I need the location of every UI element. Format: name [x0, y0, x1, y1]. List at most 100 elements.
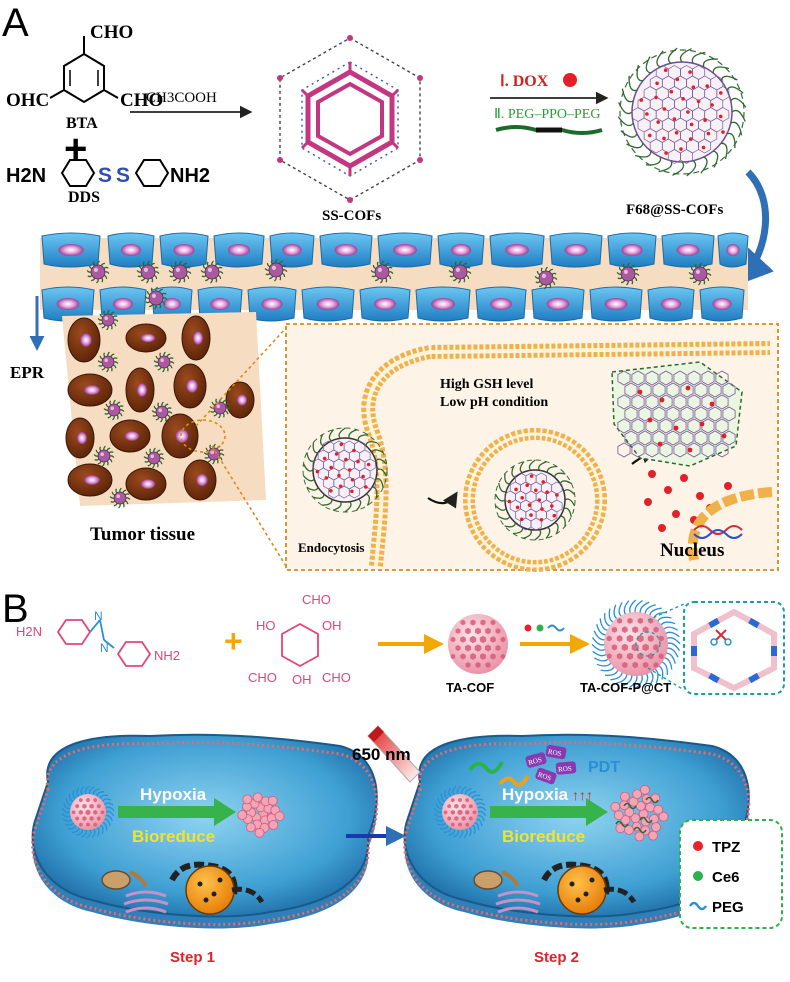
tri-cho-right: CHO	[322, 670, 351, 685]
bta-ohc-left: OHC	[6, 90, 49, 111]
azo-n2: N	[100, 641, 109, 655]
epr-label: EPR	[10, 363, 45, 382]
nucleus-membrane	[687, 487, 773, 561]
endocytosis-label: Endocytosis	[298, 540, 364, 555]
dds-h2n: H2N	[6, 165, 46, 187]
azo-n1: N	[94, 609, 103, 623]
golgi-1	[123, 890, 169, 914]
nucleus-label: Nucleus	[660, 540, 724, 561]
azo-h2n: H2N	[16, 624, 42, 639]
step1-label: Step 1	[170, 949, 215, 966]
tri-oh-bottom: OH	[292, 672, 312, 687]
tri-oh-left: HO	[256, 618, 276, 633]
hypoxia-arrow-2	[490, 798, 608, 826]
legend-tpz-swatch	[693, 841, 703, 851]
dds-name: DDS	[68, 189, 100, 206]
trialdehyde-molecule: CHO OH HO CHO CHO OH	[248, 592, 351, 687]
azo-nh2: NH2	[154, 648, 180, 663]
nanoparticle-outside	[302, 427, 388, 513]
dds-molecule: H2N S S NH2 DDS	[6, 159, 210, 206]
legend: TPZ Ce6 PEG	[679, 819, 783, 929]
endothelial-cells-top	[41, 232, 749, 268]
legend-peg-label: PEG	[712, 899, 744, 916]
laser-wavelength: 650 nm	[352, 745, 411, 764]
ros-tag: ROS	[558, 765, 572, 774]
step2-label: Step 2	[534, 949, 579, 966]
loading-tpz-dot	[524, 624, 532, 632]
uptake-arrow-1	[427, 491, 458, 509]
bta-cho-right: CHO	[120, 90, 163, 111]
pdt-label: PDT	[588, 759, 620, 776]
hypoxia-arrow-1	[118, 798, 236, 826]
nucleus-2	[541, 861, 637, 915]
scissors-icon	[715, 629, 727, 641]
pore-zoom-circle	[635, 631, 661, 657]
ce6-wave-icon	[468, 761, 504, 774]
loading-ce6-dot	[536, 624, 544, 632]
pore-detail-box	[683, 601, 785, 695]
tri-cho-top: CHO	[302, 592, 331, 607]
f68-ss-cof-particle	[617, 47, 747, 177]
tumor-tissue-label: Tumor tissue	[90, 524, 195, 545]
legend-ce6-swatch	[693, 871, 703, 881]
zoom-region	[180, 419, 226, 453]
plus-sign-b: +	[224, 623, 243, 659]
ta-cof-label: TA-COF	[446, 680, 494, 695]
reagent-label: CH3COOH	[146, 90, 217, 106]
released-dox	[644, 470, 732, 532]
legend-ce6-label: Ce6	[712, 869, 740, 886]
panel-b-label: B	[2, 587, 29, 631]
dox-dot	[563, 73, 577, 87]
ph-label: Low pH condition	[440, 395, 548, 410]
f68-ss-cof-label: F68@SS-COFs	[626, 202, 723, 218]
panel-a: A CHO OHC CHO BTA + H2N S S NH2 DDS CH	[2, 1, 779, 572]
endothelial-cells-bottom	[41, 286, 745, 322]
azo-diamine-molecule: H2N N N NH2	[16, 609, 180, 667]
dna-icon	[693, 525, 743, 535]
hypoxia-label-1: Hypoxia	[140, 785, 207, 804]
legend-tpz-label: TPZ	[712, 839, 740, 856]
endosome	[463, 428, 607, 572]
ros-tag: ROS	[547, 748, 562, 758]
dds-nh2: NH2	[170, 165, 210, 187]
bta-cho-top: CHO	[90, 22, 133, 43]
bioreduce-label-1: Bioreduce	[132, 827, 215, 846]
step-dox-label: Ⅰ. DOX	[500, 73, 549, 90]
bta-name: BTA	[66, 115, 98, 132]
pore-zoom-line-bottom	[647, 667, 685, 691]
gsh-label: High GSH level	[440, 377, 533, 392]
dds-s2: S	[116, 164, 130, 187]
vessel-nanoparticles	[86, 258, 712, 310]
legend-box	[679, 819, 783, 929]
zoom-line-top	[195, 327, 287, 427]
curved-transfer-arrow	[737, 169, 774, 286]
tumor-cells	[65, 309, 255, 509]
tri-cho-left: CHO	[248, 670, 277, 685]
degraded-framework	[611, 361, 743, 467]
legend-peg-swatch	[689, 901, 707, 911]
bta-molecule: CHO OHC CHO BTA	[6, 22, 163, 132]
dds-s1: S	[98, 164, 112, 187]
mitochondria-2	[473, 870, 520, 890]
tri-oh-right: OH	[322, 618, 342, 633]
bioreduce-label-2: Bioreduce	[502, 827, 585, 846]
step-peg-label: Ⅱ. PEG–PPO–PEG	[494, 107, 600, 122]
panel-a-label: A	[2, 1, 29, 45]
ros-tag: ROS	[527, 756, 542, 767]
hypoxia-increase-arrows: ↑↑↑	[572, 787, 593, 803]
ss-cof-label: SS-COFs	[322, 208, 381, 224]
pore-zoom-line-top	[647, 603, 685, 621]
panel-b: B H2N N N NH2 + CHO OH HO CHO CHO OH	[2, 587, 785, 966]
golgi-2	[495, 890, 541, 914]
ta-cof-pct-label: TA-COF-P@CT	[580, 680, 671, 695]
ss-cof-framework	[277, 35, 423, 203]
laser-pointer	[367, 725, 421, 783]
tumor-cell-step1: Hypoxia Bioreduce	[31, 733, 379, 929]
hypoxia-label-2: Hypoxia	[502, 785, 569, 804]
loading-peg-icon	[547, 624, 565, 632]
ta-cof-ball	[448, 614, 508, 674]
pore-hexagon	[691, 608, 777, 692]
nucleus-1	[169, 861, 265, 915]
mitochondria-1	[101, 870, 148, 890]
